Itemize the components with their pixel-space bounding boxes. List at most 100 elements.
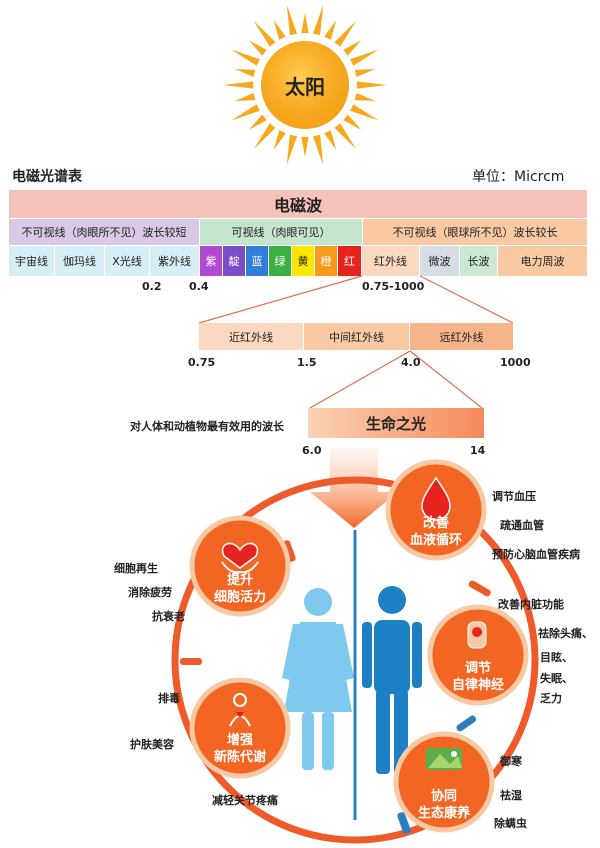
sun-ray (324, 20, 337, 40)
sun-ray (248, 114, 267, 130)
item-power-frequency: 电力周波 (498, 246, 587, 276)
item-red: 红 (338, 246, 362, 276)
joint-icon (467, 621, 487, 649)
circle-metabolism (189, 677, 291, 779)
benefit-ecology-2: 祛湿 (500, 789, 522, 802)
title-ecology-line1: 协同 (430, 789, 457, 804)
title-ecology: 协同 生态康养 (396, 788, 492, 822)
title-circulation-line2: 血液循环 (409, 533, 462, 548)
landscape-icon (426, 748, 462, 770)
sun-ray (234, 68, 256, 78)
sun-ray (286, 134, 298, 165)
tick-4-0: 4.0 (401, 356, 421, 369)
group-visible: 可视线（肉眼可见） (200, 219, 362, 245)
sun-ray (343, 40, 362, 56)
tick-0-75-1000: 0.75-1000 (362, 280, 425, 293)
sun-ray (356, 81, 387, 89)
benefit-metabolism-3: 减轻关节疼痛 (212, 794, 278, 807)
item-infrared: 红外线 (362, 246, 420, 276)
item-blue: 蓝 (246, 246, 269, 276)
tick-0-75: 0.75 (188, 356, 216, 369)
benefit-nerve-2: 祛除头痛、 (538, 627, 593, 640)
title-cell-vitality-line2: 细胞活力 (213, 590, 266, 605)
title-metabolism-line1: 增强 (226, 733, 253, 748)
title-metabolism-line2: 新陈代谢 (213, 750, 266, 765)
group-long-wave: 不可视线（眼球所不见）波长较长 (363, 219, 587, 245)
sun-ray (273, 20, 286, 40)
benefit-circulation-1: 调节血压 (492, 490, 536, 503)
title-nerve: 调节 自律神经 (430, 660, 526, 694)
item-far-infrared: 远红外线 (410, 323, 513, 350)
spectrum-title: 电磁波 (9, 190, 587, 218)
item-long-wave: 长波 (460, 246, 498, 276)
item-mid-infrared: 中间红外线 (304, 323, 410, 350)
sun-rays (223, 5, 387, 165)
item-cosmic-ray: 宇宙线 (9, 246, 55, 276)
sun-ray (231, 104, 260, 121)
item-x-ray: X光线 (105, 246, 150, 276)
body-icon (229, 693, 251, 727)
sun-ray (223, 81, 254, 89)
benefit-cell-3: 抗衰老 (152, 610, 185, 623)
item-gamma-ray: 伽玛线 (55, 246, 105, 276)
group-short-wave: 不可视线（肉眼所不见）波长较短 (9, 219, 199, 245)
item-green: 绿 (269, 246, 292, 276)
sun-ray (354, 92, 376, 102)
sun-ray (253, 20, 276, 47)
sun-label: 太阳 (285, 74, 325, 99)
sun-ray (324, 130, 337, 150)
item-indigo: 靛 (223, 246, 246, 276)
benefit-circulation-3: 预防心脑血管疾病 (492, 548, 580, 561)
item-violet: 紫 (200, 246, 223, 276)
sun-ray (234, 92, 256, 102)
benefit-cell-1: 细胞再生 (114, 562, 158, 575)
sun-ray (248, 40, 267, 56)
benefit-cell-2: 消除疲劳 (128, 586, 172, 599)
benefit-metabolism-1: 排毒 (158, 692, 180, 705)
sun-ray (350, 104, 379, 121)
item-yellow: 黄 (292, 246, 315, 276)
sun-ray (312, 134, 324, 165)
sun-ray (253, 123, 276, 150)
unit-label: 单位：Micrcm (472, 169, 565, 185)
item-ultraviolet: 紫外线 (150, 246, 200, 276)
tick-14: 14 (470, 444, 486, 457)
title-nerve-line1: 调节 (464, 661, 491, 676)
benefit-metabolism-2: 护肤美容 (130, 738, 174, 751)
title-cell-vitality-line1: 提升 (226, 573, 253, 588)
blood-drop-icon (421, 476, 451, 521)
item-near-infrared: 近红外线 (199, 323, 304, 350)
benefit-circulation-2: 疏通血管 (500, 519, 544, 532)
benefit-nerve-4: 失眠、 (540, 672, 573, 685)
benefit-nerve-3: 目眩、 (540, 651, 573, 664)
life-light-caption: 对人体和动植物最有效用的波长 (130, 420, 284, 433)
tick-1000: 1000 (500, 356, 531, 369)
title-circulation: 改善 血液循环 (388, 515, 484, 549)
sun-ray (354, 68, 376, 78)
title-ecology-line2: 生态康养 (417, 806, 470, 821)
sun-ray (231, 49, 260, 66)
life-light-band: 生命之光 (308, 408, 484, 438)
benefit-nerve-1: 改善内脏功能 (498, 598, 564, 611)
sun-ray (273, 130, 286, 150)
title-metabolism: 增强 新陈代谢 (192, 732, 288, 766)
tick-1-5: 1.5 (297, 356, 317, 369)
circle-nerve (427, 604, 529, 706)
tick-0-4: 0.4 (189, 280, 209, 293)
sun-illustration (223, 5, 387, 165)
item-orange: 橙 (315, 246, 338, 276)
title-cell-vitality: 提升 细胞活力 (192, 572, 288, 606)
sun-ray (286, 5, 298, 36)
sun-ray (301, 13, 309, 34)
sun-ray (301, 136, 309, 157)
heart-hand-icon (221, 542, 259, 574)
benefit-nerve-5: 乏力 (540, 692, 562, 705)
sun-ray (350, 49, 379, 66)
benefit-ecology-3: 除螨虫 (494, 817, 527, 830)
title-circulation-line1: 改善 (422, 516, 449, 531)
benefit-ecology-1: 御寒 (500, 755, 522, 768)
outer-ring (171, 476, 539, 844)
sun-ray (334, 123, 357, 150)
female-figure-icon (282, 588, 354, 770)
